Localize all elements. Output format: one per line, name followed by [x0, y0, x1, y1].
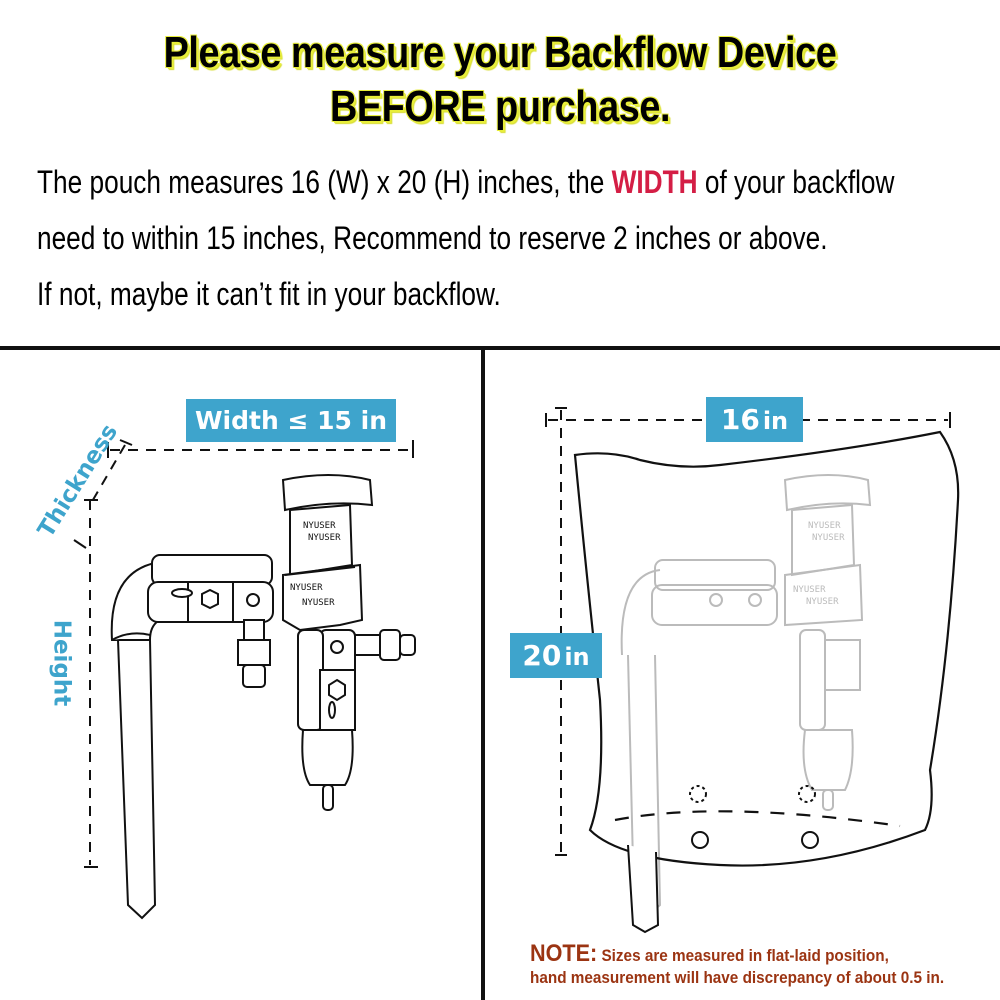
headline-line-1: Please measure your Backflow Device — [163, 28, 837, 77]
pipe-below-pouch — [627, 844, 660, 934]
svg-text:NYUSER: NYUSER — [290, 583, 323, 593]
left-dimension-lines — [73, 439, 414, 868]
note-line-1: NOTE: Sizes are measured in flat-laid po… — [530, 940, 944, 968]
measurement-note: NOTE: Sizes are measured in flat-laid po… — [530, 940, 990, 988]
pouch-height-value: 20 — [522, 639, 562, 672]
svg-text:NYUSER: NYUSER — [303, 521, 336, 531]
note-line-1-text: Sizes are measured in flat-laid position… — [597, 946, 889, 965]
headline-line-2: BEFORE purchase. — [329, 82, 671, 131]
svg-text:NYUSER: NYUSER — [793, 585, 826, 595]
pouch-height-unit: in — [564, 643, 590, 671]
ghost-brand-marks: NYUSER NYUSER NYUSER NYUSER — [793, 521, 845, 607]
pouch-grommets — [689, 785, 819, 849]
right-dimension-lines — [545, 407, 951, 856]
width-limit-label: Width ≤ 15 in — [186, 399, 396, 442]
description-line-1-start: The pouch measures 16 (W) x 20 (H) inche… — [37, 164, 612, 200]
vertical-divider — [481, 348, 485, 1000]
device-brand-marks: NYUSER NYUSER NYUSER NYUSER — [290, 521, 341, 608]
width-highlight: WIDTH — [611, 164, 698, 200]
svg-text:NYUSER: NYUSER — [302, 598, 335, 608]
pouch-width-unit: in — [762, 407, 789, 435]
description-line-3: If not, maybe it can’t fit in your backf… — [37, 276, 501, 312]
description-line-2: need to within 15 inches, Recommend to r… — [37, 220, 828, 256]
horizontal-divider — [0, 346, 1000, 350]
description-line-1: The pouch measures 16 (W) x 20 (H) inche… — [37, 164, 894, 201]
backflow-device-drawing — [110, 474, 416, 920]
svg-text:NYUSER: NYUSER — [308, 533, 341, 543]
note-line-2: hand measurement will have discrepancy o… — [530, 968, 945, 987]
svg-text:NYUSER: NYUSER — [812, 533, 845, 543]
svg-text:NYUSER: NYUSER — [806, 597, 839, 607]
ghost-device — [620, 474, 872, 920]
svg-text:NYUSER: NYUSER — [808, 521, 841, 531]
note-key: NOTE: — [530, 940, 598, 967]
description-line-1-end: of your backflow — [697, 164, 895, 200]
height-label: Height — [48, 619, 75, 707]
pouch-width-value: 16 — [720, 403, 760, 436]
pouch-outline — [573, 430, 960, 867]
